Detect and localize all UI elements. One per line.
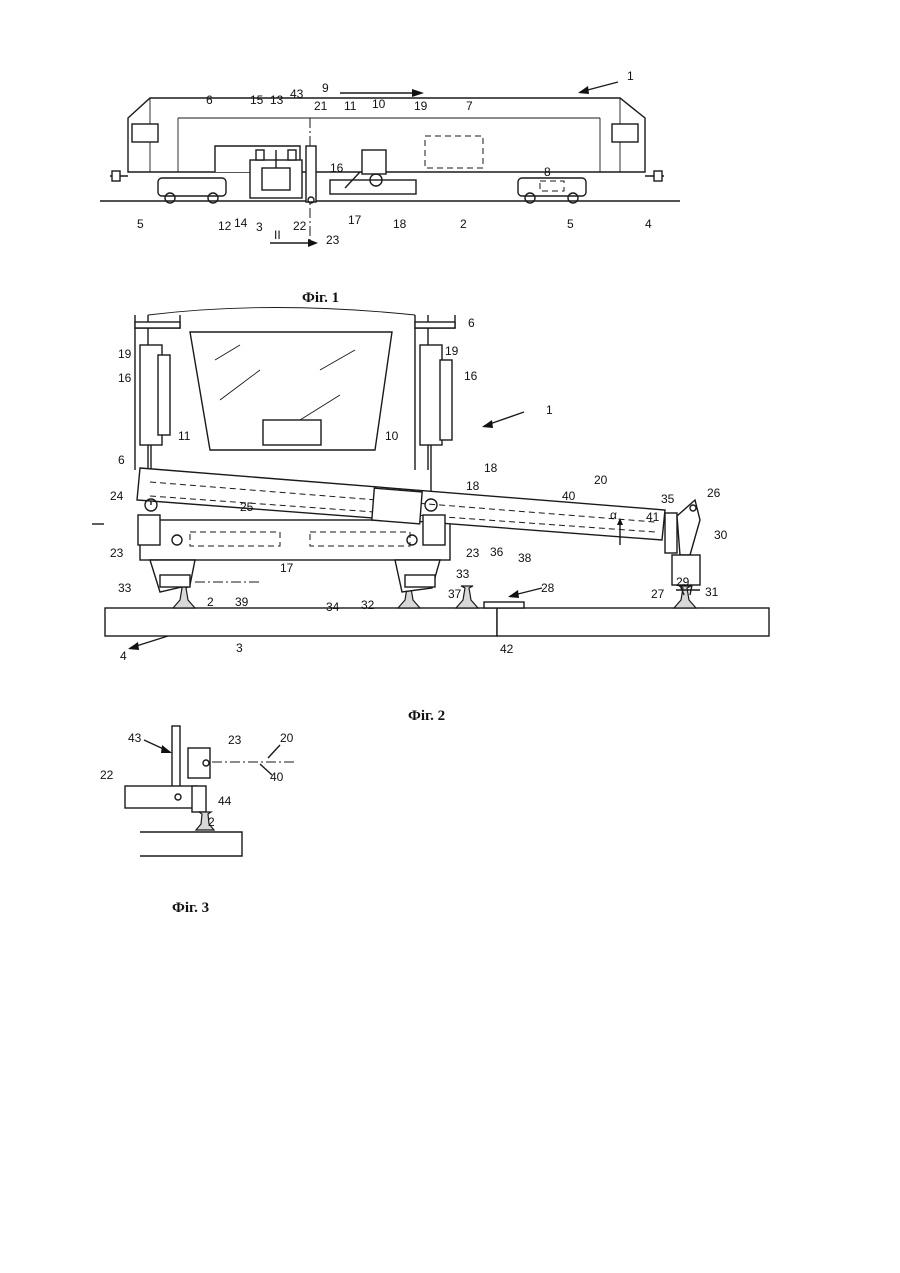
reference-numeral: 27 xyxy=(651,587,665,601)
sleeper-left xyxy=(105,608,497,636)
figure-3-labels: 43 23 20 22 40 44 2 xyxy=(100,731,294,829)
column-43 xyxy=(172,726,180,792)
reference-numeral: 19 xyxy=(445,344,459,358)
rails xyxy=(173,586,696,608)
reference-numeral: 23 xyxy=(110,546,124,560)
rail-joint-plate xyxy=(484,602,524,608)
reference-numeral: 10 xyxy=(385,429,399,443)
reference-numeral: 19 xyxy=(414,99,428,113)
wheel-unit-right xyxy=(423,515,445,545)
reference-numeral: 22 xyxy=(100,768,114,782)
reference-numeral: 42 xyxy=(500,642,514,656)
figure-3-caption: Фіг. 3 xyxy=(172,900,209,916)
reference-numeral: 4 xyxy=(120,649,127,663)
reference-numeral: 20 xyxy=(594,473,608,487)
reference-numeral: 4 xyxy=(645,217,652,231)
reference-numeral: 2 xyxy=(207,595,214,609)
reference-numeral: 37 xyxy=(448,587,462,601)
reference-numeral: 6 xyxy=(118,453,125,467)
reference-numeral: 19 xyxy=(118,347,132,361)
cabin-console xyxy=(263,420,321,445)
reference-numeral: 3 xyxy=(256,220,263,234)
cab-window-left xyxy=(132,124,158,142)
figure-2: 6 19 19 16 16 1 11 10 6 18 18 20 40 24 2… xyxy=(92,308,769,725)
reference-numeral: 16 xyxy=(330,161,344,175)
reference-numeral: II xyxy=(274,228,281,242)
lifting-hooks xyxy=(150,560,440,592)
reference-numeral: 17 xyxy=(348,213,362,227)
reference-numeral: 23 xyxy=(326,233,340,247)
figure-1: 1 9 43 21 11 10 19 7 6 15 13 16 12 14 3 … xyxy=(100,69,680,306)
reference-numeral: 1 xyxy=(627,69,634,83)
wheel-unit-23 xyxy=(188,748,210,778)
reference-numeral: 32 xyxy=(361,598,375,612)
reference-numeral: 33 xyxy=(456,567,470,581)
cab-window-right xyxy=(612,124,638,142)
lifting-frame xyxy=(140,520,450,560)
sleeper-right xyxy=(497,608,769,636)
reference-numeral: 9 xyxy=(322,81,329,95)
reference-numeral: 34 xyxy=(326,600,340,614)
reference-numeral: 36 xyxy=(490,545,504,559)
reference-numeral: 43 xyxy=(128,731,142,745)
reference-numeral: 39 xyxy=(235,595,249,609)
reference-numeral: 15 xyxy=(250,93,264,107)
boom-carriage xyxy=(372,488,422,524)
reference-numeral: 12 xyxy=(218,219,232,233)
reference-numeral: 23 xyxy=(466,546,480,560)
reference-numeral: 2 xyxy=(208,815,215,829)
reference-numeral: 38 xyxy=(518,551,532,565)
reference-numeral: 20 xyxy=(280,731,294,745)
reference-numeral: 6 xyxy=(206,93,213,107)
reference-numeral: 17 xyxy=(280,561,294,575)
cylinder-19-right xyxy=(420,345,442,445)
reference-numeral: 21 xyxy=(314,99,328,113)
reference-numeral: 6 xyxy=(468,316,475,330)
reference-numeral: 1 xyxy=(546,403,553,417)
reference-numeral: 40 xyxy=(562,489,576,503)
reference-numeral: 30 xyxy=(714,528,728,542)
reference-numeral: 28 xyxy=(541,581,555,595)
reference-numeral: 2 xyxy=(460,217,467,231)
reference-numeral: 8 xyxy=(544,165,551,179)
reference-numeral: 7 xyxy=(466,99,473,113)
reference-numeral: 23 xyxy=(228,733,242,747)
reference-numeral: 29 xyxy=(676,575,690,589)
reference-numeral: 14 xyxy=(234,216,248,230)
wheel-unit-left xyxy=(138,515,160,545)
reference-numeral: 3 xyxy=(236,641,243,655)
reference-numeral: 35 xyxy=(661,492,675,506)
beam-22 xyxy=(125,786,197,808)
track-lifting-unit xyxy=(330,180,416,194)
reference-numeral: 31 xyxy=(705,585,719,599)
reference-numeral: 33 xyxy=(118,581,132,595)
reference-numeral: 43 xyxy=(290,87,304,101)
reference-numeral: 16 xyxy=(118,371,132,385)
reference-numeral: 40 xyxy=(270,770,284,784)
reference-numeral: 5 xyxy=(567,217,574,231)
reference-numeral: 10 xyxy=(372,97,386,111)
reference-numeral: 11 xyxy=(178,429,191,443)
reference-numeral: 22 xyxy=(293,219,307,233)
reference-numeral: 44 xyxy=(218,794,232,808)
reference-numeral: 13 xyxy=(270,93,284,107)
reference-numeral: 5 xyxy=(137,217,144,231)
reference-numeral: α xyxy=(610,508,617,522)
reference-numeral: 18 xyxy=(393,217,407,231)
reference-numeral: 26 xyxy=(707,486,721,500)
reference-numeral: 16 xyxy=(464,369,478,383)
reference-numeral: 41 xyxy=(646,510,660,524)
figure-1-caption: Фіг. 1 xyxy=(302,290,339,306)
reference-numeral: 11 xyxy=(344,99,357,113)
reference-numeral: 24 xyxy=(110,489,124,503)
figure-3: 43 23 20 22 40 44 2 Фіг. 3 xyxy=(100,726,295,916)
reference-numeral: 18 xyxy=(484,461,498,475)
reference-numeral: 18 xyxy=(466,479,480,493)
figure-2-caption: Фіг. 2 xyxy=(408,708,445,724)
reference-numeral: 25 xyxy=(240,500,254,514)
